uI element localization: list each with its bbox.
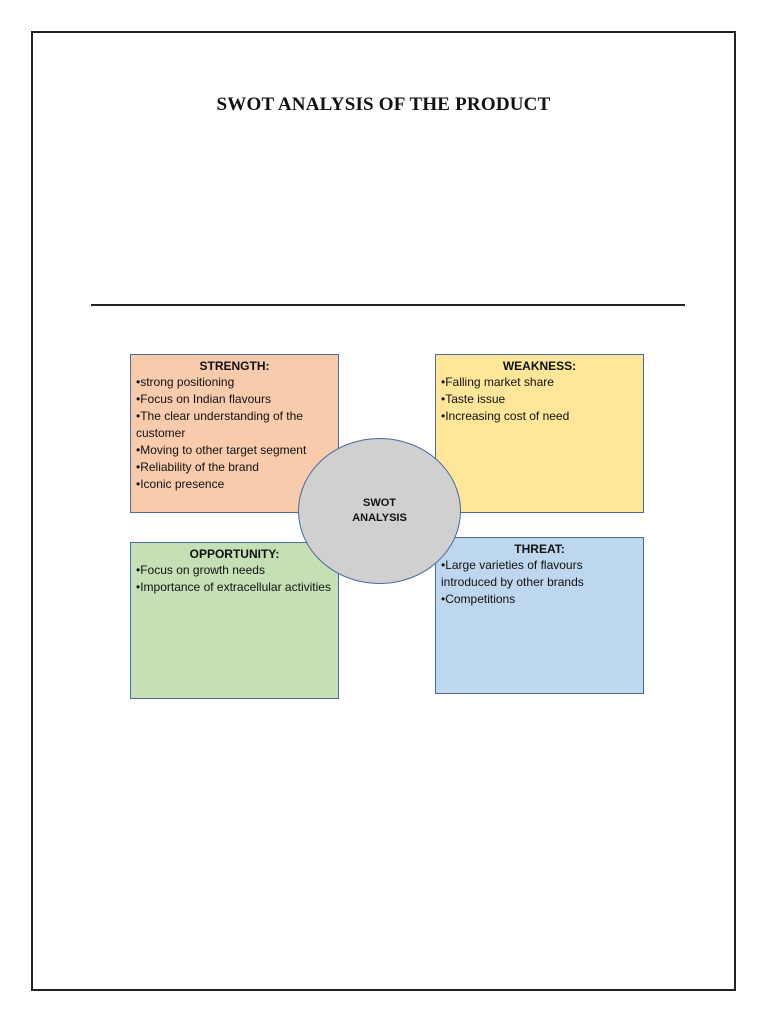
- threat-item: Large varieties of flavours introduced b…: [441, 557, 638, 591]
- threat-box: THREAT: Large varieties of flavours intr…: [435, 537, 644, 694]
- strength-item: strong positioning: [136, 374, 333, 391]
- strength-list: strong positioning Focus on Indian flavo…: [136, 374, 333, 493]
- strength-item: The clear understanding of the customer: [136, 408, 333, 442]
- weakness-heading: WEAKNESS:: [502, 359, 577, 373]
- swot-center-label: SWOT ANALYSIS: [352, 497, 407, 524]
- weakness-list: Falling market share Taste issue Increas…: [441, 374, 638, 425]
- strength-item: Focus on Indian flavours: [136, 391, 333, 408]
- weakness-item: Taste issue: [441, 391, 638, 408]
- opportunity-list: Focus on growth needs Importance of extr…: [136, 562, 333, 596]
- strength-item: Moving to other target segment: [136, 442, 333, 459]
- opportunity-box: OPPORTUNITY: Focus on growth needs Impor…: [130, 542, 339, 699]
- strength-item: Iconic presence: [136, 476, 333, 493]
- opportunity-heading: OPPORTUNITY:: [189, 547, 280, 561]
- threat-heading: THREAT:: [514, 542, 565, 556]
- opportunity-item: Focus on growth needs: [136, 562, 333, 579]
- threat-list: Large varieties of flavours introduced b…: [441, 557, 638, 608]
- threat-item: Competitions: [441, 591, 638, 608]
- swot-center-ellipse: SWOT ANALYSIS: [298, 438, 461, 584]
- weakness-item: Increasing cost of need: [441, 408, 638, 425]
- horizontal-divider: [91, 304, 685, 306]
- page-title: SWOT ANALYSIS OF THE PRODUCT: [216, 94, 551, 115]
- page-border: [31, 31, 736, 991]
- strength-heading: STRENGTH:: [199, 359, 270, 373]
- weakness-box: WEAKNESS: Falling market share Taste iss…: [435, 354, 644, 513]
- strength-item: Reliability of the brand: [136, 459, 333, 476]
- opportunity-item: Importance of extracellular activities: [136, 579, 333, 596]
- weakness-item: Falling market share: [441, 374, 638, 391]
